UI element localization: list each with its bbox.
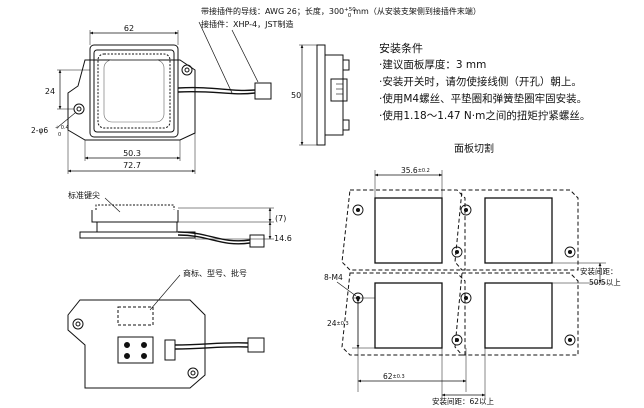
- panel-screw-holes: [352, 204, 576, 346]
- top-view-hole-right-center: [184, 67, 190, 73]
- dim-24-cut-label: 24±0.3: [327, 319, 349, 328]
- install-condition-4: ·使用1.18～1.47 N·m之间的扭矩拧紧螺丝。: [379, 110, 591, 122]
- wire-note-line1-prefix: 带接插件的导线：AWG 26；长度，300: [201, 6, 344, 16]
- top-view-base-plate: [67, 59, 196, 141]
- top-view-key-top: [97, 53, 171, 129]
- dim-hole-tol-lower: 0: [58, 132, 61, 138]
- dim-24-label: 24: [45, 87, 55, 96]
- dim-spacing-v-label: 安装间距：: [580, 266, 618, 276]
- wire-note-leader: [198, 21, 233, 94]
- dim-62-pitch-main: 62: [383, 372, 393, 381]
- install-conditions-title: 安装条件: [379, 42, 423, 55]
- cutout-plate-outline-1: [341, 189, 466, 271]
- dim-hole-leader: [57, 112, 76, 128]
- front-view-body: [96, 221, 178, 233]
- right-side-view: [299, 44, 350, 146]
- panel-cutout-drawing: [336, 170, 606, 400]
- dim-spacing-h-label: 安装间距：62以上: [432, 396, 495, 406]
- connector-note-leader: [231, 29, 259, 83]
- bottom-view-hole-right: [187, 367, 199, 379]
- top-view-wire: [177, 86, 256, 92]
- install-condition-2: ·安装开关时，请勿使接线侧（开孔）朝上。: [379, 76, 582, 88]
- top-view-wire-2: [177, 90, 256, 95]
- bottom-view-connector: [247, 337, 265, 353]
- top-view-hole-left: [73, 103, 85, 115]
- side-view-tab-top: [342, 59, 350, 71]
- dim-35-6-label: 35.6±0.2: [401, 166, 430, 175]
- dim-50-label: 50: [291, 91, 301, 100]
- front-view-wire: [177, 231, 251, 242]
- top-view-hole-left-center: [76, 106, 82, 112]
- cutout-square-3: [374, 282, 443, 349]
- dim-72-7-label: 72.7: [123, 161, 141, 170]
- marking-label: 商标、型号、批号: [183, 268, 247, 278]
- bottom-view-base-plate: [67, 299, 206, 389]
- bottom-view-hole-left: [72, 318, 84, 330]
- front-view-keytop: [95, 204, 175, 210]
- marking-leader: [149, 274, 181, 311]
- front-view-keycap: [91, 210, 179, 223]
- side-view-body: [324, 54, 344, 136]
- dim-35-6-tol: ±0.2: [418, 168, 430, 174]
- bottom-view-wire: [174, 342, 249, 346]
- wire-note-tol-lower: 0: [348, 13, 352, 19]
- front-view: [79, 197, 274, 248]
- wire-note-line1-suffix: mm（从安装支架侧到接插件末端）: [353, 6, 481, 16]
- bottom-view-clip: [164, 339, 176, 361]
- top-view: [57, 30, 272, 174]
- standard-keytop-leader: [104, 197, 121, 213]
- standard-keytop-label: 标准键尖: [68, 190, 100, 200]
- dim-7-label: (7): [275, 214, 286, 223]
- dim-spacing-v-value: 50.5以上: [589, 278, 621, 287]
- bottom-view-terminal-block: [117, 336, 154, 364]
- wire-note-tol-upper: +50: [344, 7, 356, 13]
- bottom-view: [67, 274, 265, 389]
- top-view-key-inner: [93, 49, 175, 133]
- dim-screw-label: 8-M4: [324, 273, 343, 282]
- wire-note-line2: 接插件：XHP-4，JST制造: [201, 19, 293, 29]
- side-view-plate: [316, 44, 326, 146]
- front-view-wire-2: [177, 234, 251, 245]
- panel-cutout-title: 面板切割: [454, 142, 494, 155]
- front-view-connector: [249, 234, 265, 248]
- dim-62-label: 62: [124, 24, 134, 33]
- cutout-plate-outline-4: [454, 272, 579, 356]
- front-view-plate: [79, 231, 196, 239]
- side-view-connector: [330, 78, 348, 102]
- install-condition-3: ·使用M4螺丝、平垫圈和弹簧垫圈牢固安装。: [379, 93, 588, 105]
- install-conditions: 安装条件 ·建议面板厚度：3 mm ·安装开关时，请勿使接线侧（开孔）朝上。 ·…: [379, 40, 590, 125]
- dim-14-6-label: 14.6: [274, 234, 292, 243]
- dim-50-3-label: 50.3: [123, 149, 141, 158]
- cutout-plate-outline-2: [454, 189, 579, 271]
- top-view-hole-right: [181, 64, 193, 76]
- dim-35-6-main: 35.6: [401, 166, 418, 175]
- install-condition-1: ·建议面板厚度：3 mm: [379, 59, 487, 71]
- dim-62-pitch-label: 62±0.3: [383, 372, 405, 381]
- cutout-square-4: [484, 282, 553, 349]
- dim-hole-label: 2-φ6: [31, 126, 48, 135]
- side-view-tab-bottom: [342, 119, 350, 131]
- marking-area: [117, 306, 154, 326]
- dim-62-pitch-tol: ±0.3: [393, 374, 405, 380]
- top-view-key-body: [89, 44, 179, 138]
- cutout-square-2: [484, 197, 553, 264]
- top-view-connector: [254, 82, 272, 100]
- dim-hole-tol-upper: + 0.4: [55, 125, 69, 131]
- top-view-key-dish: [103, 59, 165, 123]
- dim-24-cut-tol: ±0.3: [337, 321, 349, 327]
- cutout-plate-outline-3: [341, 272, 466, 356]
- screw-leader: [336, 281, 357, 297]
- cutout-square-1: [374, 197, 443, 264]
- dim-hole-main: 2-φ6: [31, 126, 48, 135]
- dim-24-cut-main: 24: [327, 319, 337, 328]
